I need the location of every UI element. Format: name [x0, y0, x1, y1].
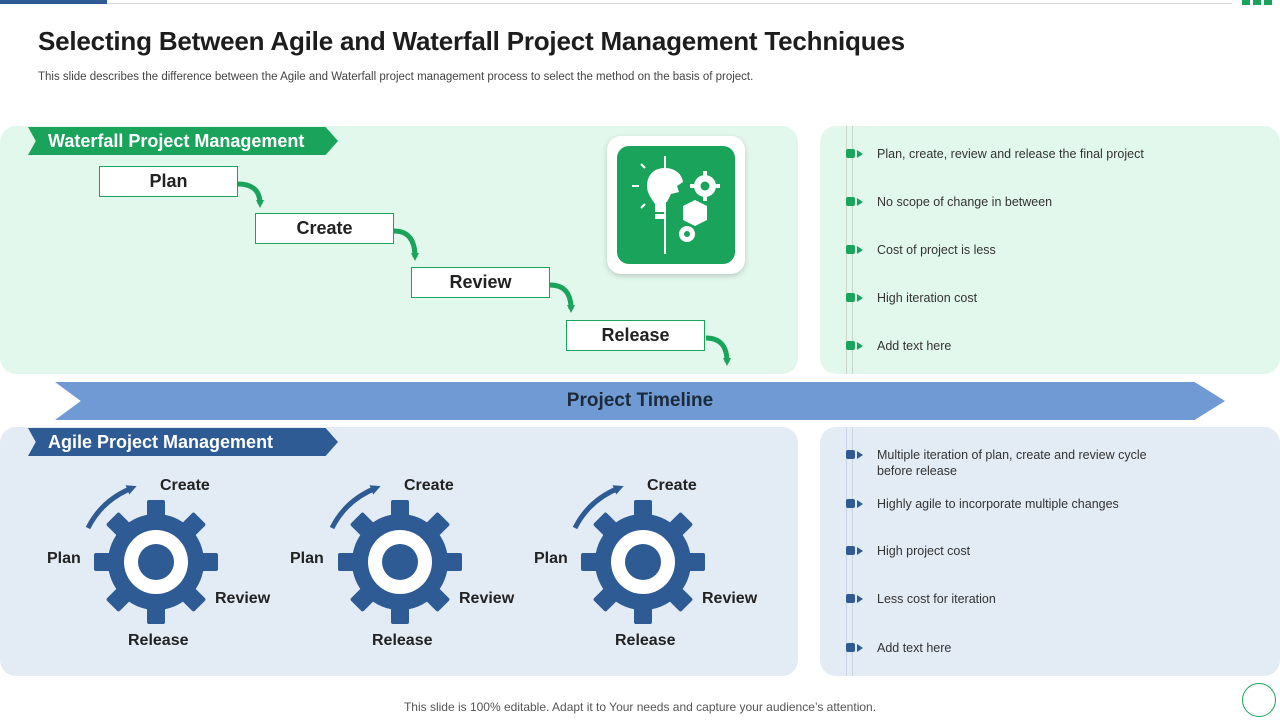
list-item: Less cost for iteration: [846, 591, 1177, 607]
waterfall-heading: Waterfall Project Management: [28, 127, 338, 155]
timeline-label: Project Timeline: [566, 390, 714, 411]
project-timeline-arrow: Project Timeline: [55, 382, 1225, 420]
cycle-label-create: Create: [160, 477, 210, 494]
bullet-icon: [846, 643, 863, 652]
list-item: No scope of change in between: [846, 194, 1177, 210]
arrow-release-out: [705, 335, 731, 366]
page-subtitle: This slide describes the difference betw…: [38, 71, 754, 83]
bullet-icon: [846, 546, 863, 555]
cycle-label-plan: Plan: [290, 550, 324, 567]
top-rule: [107, 3, 1232, 4]
agile-cycle-2: Create Plan Review Release: [284, 470, 514, 660]
brand-squares: [1242, 0, 1272, 5]
agile-points-panel: [820, 427, 1280, 676]
cycle-label-plan: Plan: [47, 550, 81, 567]
cycle-label-release: Release: [128, 632, 189, 649]
arrow-plan-create: [237, 181, 264, 208]
bullet-icon: [846, 149, 863, 158]
footer-note: This slide is 100% editable. Adapt it to…: [403, 700, 877, 714]
bullet-icon: [846, 450, 863, 459]
arrow-create-review: [393, 228, 419, 261]
cycle-label-release: Release: [615, 632, 676, 649]
lightbulb-gears-tile: [607, 136, 745, 274]
corner-circle-decoration: [1242, 683, 1276, 717]
cycle-label-plan: Plan: [534, 550, 568, 567]
list-item: Cost of project is less: [846, 242, 1177, 258]
bullet-icon: [846, 245, 863, 254]
agile-heading: Agile Project Management: [28, 428, 338, 456]
list-item: Multiple iteration of plan, create and r…: [846, 447, 1177, 479]
lightbulb-gears-icon: [632, 156, 720, 254]
bullet-icon: [846, 341, 863, 350]
cycle-label-create: Create: [647, 477, 697, 494]
cycle-label-review: Review: [459, 590, 515, 607]
waterfall-points-panel: [820, 126, 1280, 374]
list-item: Highly agile to incorporate multiple cha…: [846, 496, 1177, 512]
step-review: Review: [411, 267, 550, 298]
step-release: Release: [566, 320, 705, 351]
step-create: Create: [255, 213, 394, 244]
list-item: Add text here: [846, 338, 1177, 354]
gear-icon: [85, 485, 218, 624]
page-title: Selecting Between Agile and Waterfall Pr…: [38, 26, 905, 56]
step-plan: Plan: [99, 166, 238, 197]
list-item: Plan, create, review and release the fin…: [846, 146, 1177, 162]
bullet-icon: [846, 499, 863, 508]
waterfall-connector-arrows: [237, 181, 731, 366]
list-item: Add text here: [846, 640, 1177, 656]
gear-icon: [572, 485, 705, 624]
list-item: High iteration cost: [846, 290, 1177, 306]
cycle-label-release: Release: [372, 632, 433, 649]
bullet-icon: [846, 594, 863, 603]
cycle-label-create: Create: [404, 477, 454, 494]
bullet-icon: [846, 197, 863, 206]
agile-cycle-3: Create Plan Review Release: [527, 470, 757, 660]
top-accent-bar: [0, 0, 107, 4]
list-item: High project cost: [846, 543, 1177, 559]
cycle-label-review: Review: [702, 590, 758, 607]
agile-cycle-1: Create Plan Review Release: [40, 470, 270, 660]
cycle-label-review: Review: [215, 590, 271, 607]
gear-icon: [329, 485, 462, 624]
bullet-icon: [846, 293, 863, 302]
arrow-review-release: [549, 282, 575, 313]
